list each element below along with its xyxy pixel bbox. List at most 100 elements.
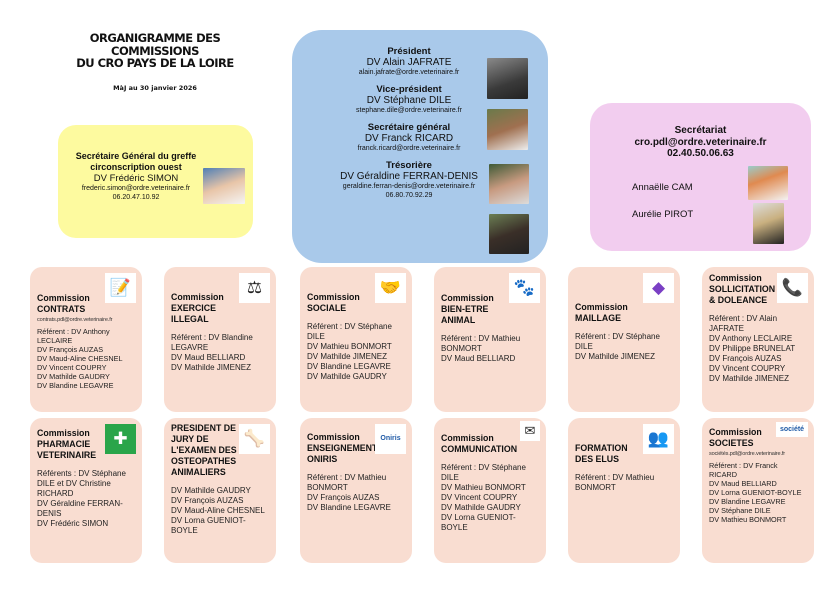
commission-email: sociétés.pdl@ordre.veterinaire.fr	[709, 451, 785, 457]
treasurer-photo	[489, 214, 529, 254]
title-line: Commission	[171, 292, 224, 302]
page-title: ORGANIGRAMME DES COMMISSIONS DU CRO PAYS…	[60, 32, 250, 70]
member-role: Secrétaire général	[367, 122, 451, 133]
member-line: DV Philippe BRUNELAT	[709, 344, 796, 353]
member-line: LECLAIRE	[37, 336, 73, 345]
member-line: DV Géraldine FERRAN-	[37, 499, 123, 508]
title-line: CONTRATS	[37, 304, 86, 314]
member-line: DV Frédéric SIMON	[37, 519, 109, 528]
member-email: alain.jafrate@ordre.veterinaire.fr	[358, 69, 460, 76]
member-line: Référent : DV Blandine	[171, 333, 253, 342]
member-photo	[748, 166, 788, 200]
title-line: L'EXAMEN DES	[171, 445, 237, 455]
greffe-name: DV Frédéric SIMON	[93, 173, 179, 184]
member-line: DV Blandine LEGAVRE	[37, 381, 114, 390]
title-line: Commission	[709, 427, 762, 437]
member-line: DV Mathilde GAUDRY	[171, 486, 251, 495]
member-line: Référent : DV Mathieu	[307, 473, 387, 482]
secretariat-title: Secrétariat	[674, 125, 727, 136]
member-line: Référent : DV Stéphane	[441, 463, 526, 472]
member-email: franck.ricard@ordre.veterinaire.fr	[357, 145, 461, 152]
member-photo	[753, 203, 784, 244]
greffe-role: Secrétaire Général du greffe	[75, 151, 197, 161]
member-line: DV Mathilde JIMENEZ	[307, 352, 388, 361]
secretariat-header: Secrétariat cro.pdl@ordre.veterinaire.fr…	[590, 125, 811, 160]
member-line: Référent : DV Mathieu	[441, 334, 521, 343]
member-line: DV Mathilde JIMENEZ	[575, 352, 656, 361]
title-line: SOLLICITATION	[709, 284, 776, 294]
title-line: ANIMALIERS	[171, 467, 226, 477]
title-line: JURY DE	[171, 434, 209, 444]
member-line: DILE	[441, 473, 459, 482]
member-line: DILE	[575, 342, 593, 351]
title-line: ONIRIS	[307, 454, 338, 464]
member-line: DV Maud BELLIARD	[709, 479, 777, 488]
title-line: ORGANIGRAMME DES	[89, 31, 221, 45]
member-line: DV Mathilde GAUDRY	[37, 372, 110, 381]
oniris-logo-icon: Oniris	[375, 424, 406, 454]
member-line: DV Vincent COUPRY	[441, 493, 518, 502]
member-line: BOYLE	[171, 526, 198, 535]
commission-email: contrats.pdl@ordre.veterinaire.fr	[37, 317, 113, 323]
title-line: Commission	[37, 428, 90, 438]
title-line: Commission	[709, 273, 762, 283]
greffe-phone: 06.20.47.10.92	[112, 194, 160, 201]
member-line: DV Blandine LEGAVRE	[307, 503, 391, 512]
member-line: BONMORT	[575, 483, 616, 492]
member-role: Vice-président	[376, 84, 442, 95]
title-line: BIEN-ETRE	[441, 304, 489, 314]
member-line: DV Mathieu BONMORT	[441, 483, 526, 492]
greffe-email: frederic.simon@ordre.veterinaire.fr	[81, 185, 191, 192]
secretariat-box: Secrétariat cro.pdl@ordre.veterinaire.fr…	[590, 103, 811, 251]
member-line: DV Mathilde GAUDRY	[307, 372, 387, 381]
title-line: ILLEGAL	[171, 314, 209, 324]
title-line: & DOLEANCE	[709, 295, 768, 305]
greffe-photo	[203, 168, 245, 204]
member-line: DV Lorna GUENIOT-	[171, 516, 246, 525]
president-photo	[487, 58, 528, 99]
member-line: LEGAVRE	[171, 343, 209, 352]
greffe-box: Secrétaire Général du greffe circonscrip…	[58, 125, 253, 238]
member-line: DV Mathilde GAUDRY	[441, 503, 521, 512]
vice-president-photo	[487, 109, 528, 150]
title-line: PHARMACIE	[37, 439, 91, 449]
member-line: DILE	[307, 332, 325, 341]
member-line: DV François AUZAS	[709, 354, 782, 363]
member-line: DV Blandine LEGAVRE	[307, 362, 391, 371]
member-line: Référents : DV Stéphane	[37, 469, 126, 478]
member-line: DV Stéphane DILE	[709, 506, 771, 515]
member-name: DV Géraldine FERRAN-DENIS	[340, 171, 478, 182]
member-line: BOYLE	[441, 523, 468, 532]
member-line: DV Mathilde JIMENEZ	[171, 363, 252, 372]
member-line: BONMORT	[441, 344, 482, 353]
title-line: EXERCICE	[171, 303, 216, 313]
title-line: Commission	[441, 293, 494, 303]
